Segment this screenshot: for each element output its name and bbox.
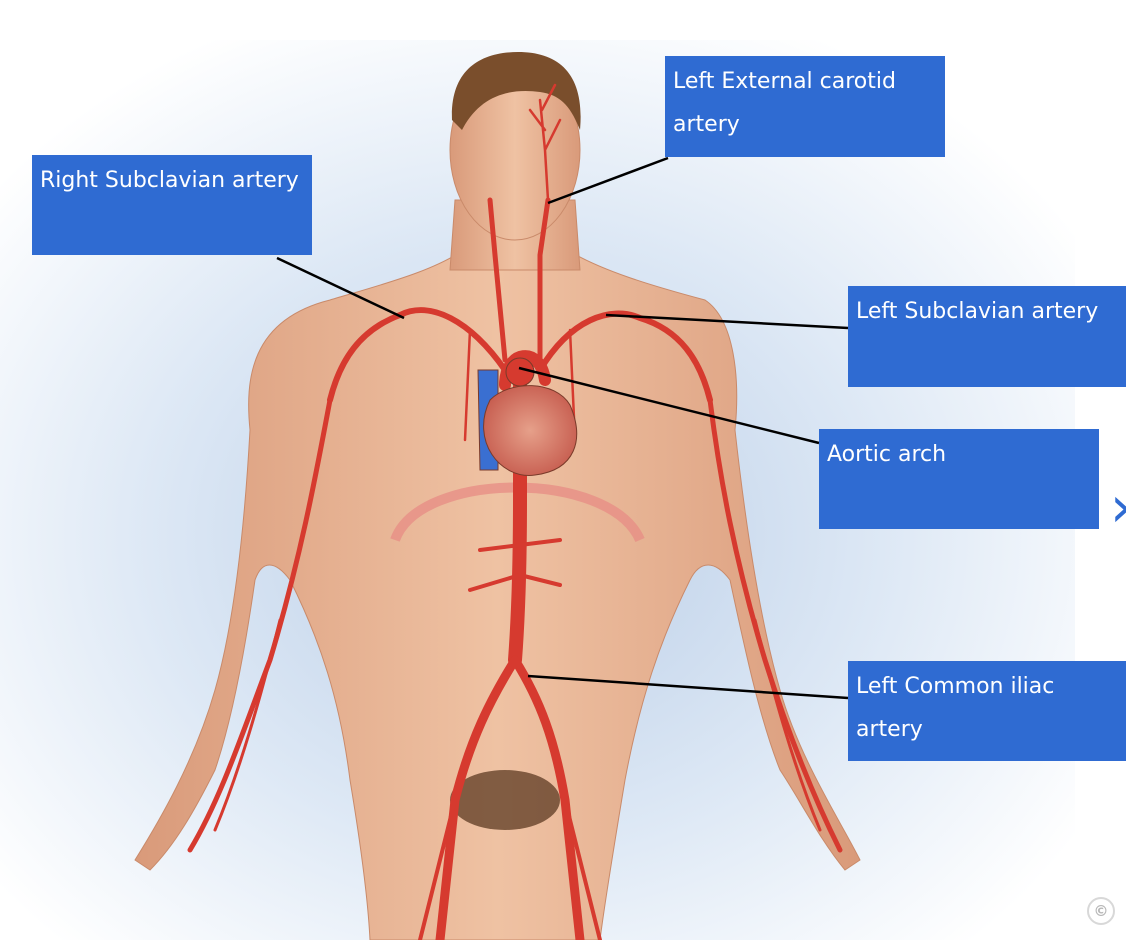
- pubic-region: [450, 770, 560, 830]
- chevron-right-icon[interactable]: ›: [1110, 470, 1126, 545]
- copyright-icon: ©: [1087, 897, 1115, 925]
- leader-line-left-external-carotid: [547, 156, 669, 205]
- leader-lines: [276, 156, 849, 700]
- leader-line-left-common-iliac: [527, 674, 849, 700]
- label-text: Right Subclavian artery: [40, 168, 299, 193]
- leader-line-aortic-arch: [518, 366, 820, 445]
- hair: [451, 52, 581, 130]
- label-text: Left Subclavian artery: [856, 299, 1099, 324]
- leader-line-right-subclavian: [276, 256, 405, 320]
- label-left-subclavian-artery[interactable]: Left Subclavian artery: [848, 286, 1126, 387]
- label-text: Left External carotid artery: [673, 69, 896, 137]
- label-aortic-arch[interactable]: Aortic arch: [819, 429, 1099, 529]
- heart: [477, 357, 578, 476]
- label-text: Left Common iliac artery: [856, 674, 1055, 742]
- label-left-external-carotid-artery[interactable]: Left External carotid artery: [665, 56, 945, 157]
- arterial-tree: [187, 83, 843, 940]
- label-text: Aortic arch: [827, 442, 947, 467]
- label-right-subclavian-artery[interactable]: Right Subclavian artery: [32, 155, 312, 255]
- leader-line-left-subclavian: [605, 313, 849, 330]
- label-left-common-iliac-artery[interactable]: Left Common iliac artery: [848, 661, 1126, 761]
